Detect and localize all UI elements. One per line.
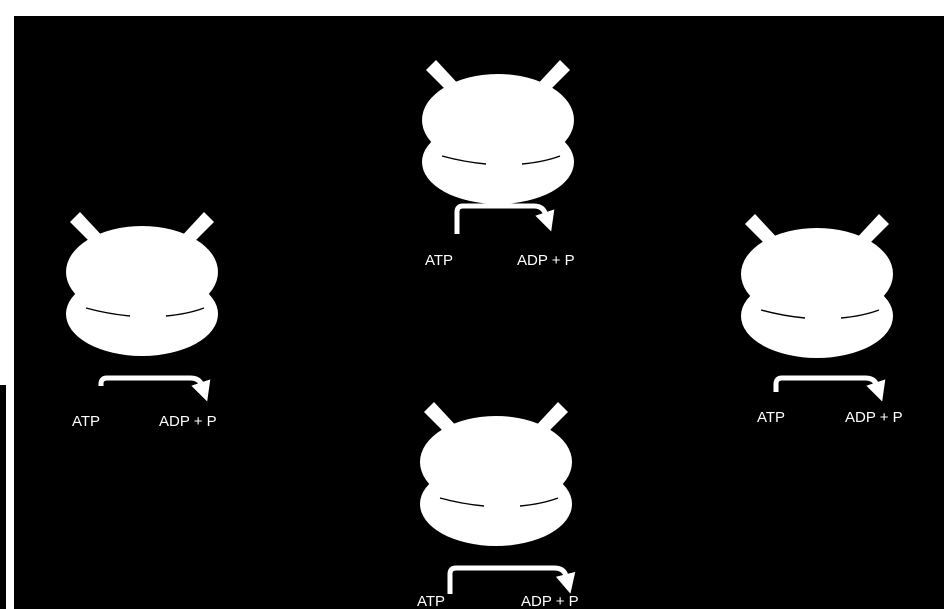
- atpase-unit-bottom: ATP ADP + P: [417, 402, 579, 609]
- atp-label: ATP: [757, 409, 785, 426]
- atpase-unit-top: ATP ADP + P: [422, 60, 575, 269]
- diagram-panel: ATP ADP + P ATP ADP + P: [14, 16, 944, 609]
- hydrolysis-arrow: [450, 568, 568, 594]
- atpase-unit-left: ATP ADP + P: [66, 212, 218, 430]
- diagram-canvas: ATP ADP + P ATP ADP + P: [14, 16, 944, 609]
- adp-p-label: ADP + P: [845, 409, 903, 426]
- upper-disc: [422, 74, 574, 166]
- hydrolysis-arrow: [457, 206, 548, 234]
- upper-disc: [66, 226, 218, 318]
- atp-label: ATP: [425, 252, 453, 269]
- left-edge-strip: [0, 385, 6, 609]
- adp-p-label: ADP + P: [159, 413, 217, 430]
- upper-disc: [741, 228, 893, 320]
- atp-label: ATP: [417, 593, 445, 609]
- atp-label: ATP: [72, 413, 100, 430]
- adp-p-label: ADP + P: [521, 593, 579, 609]
- atpase-unit-right: ATP ADP + P: [741, 214, 903, 426]
- adp-p-label: ADP + P: [517, 252, 575, 269]
- hydrolysis-arrow: [101, 378, 204, 392]
- upper-disc: [420, 416, 572, 508]
- hydrolysis-arrow: [776, 378, 879, 392]
